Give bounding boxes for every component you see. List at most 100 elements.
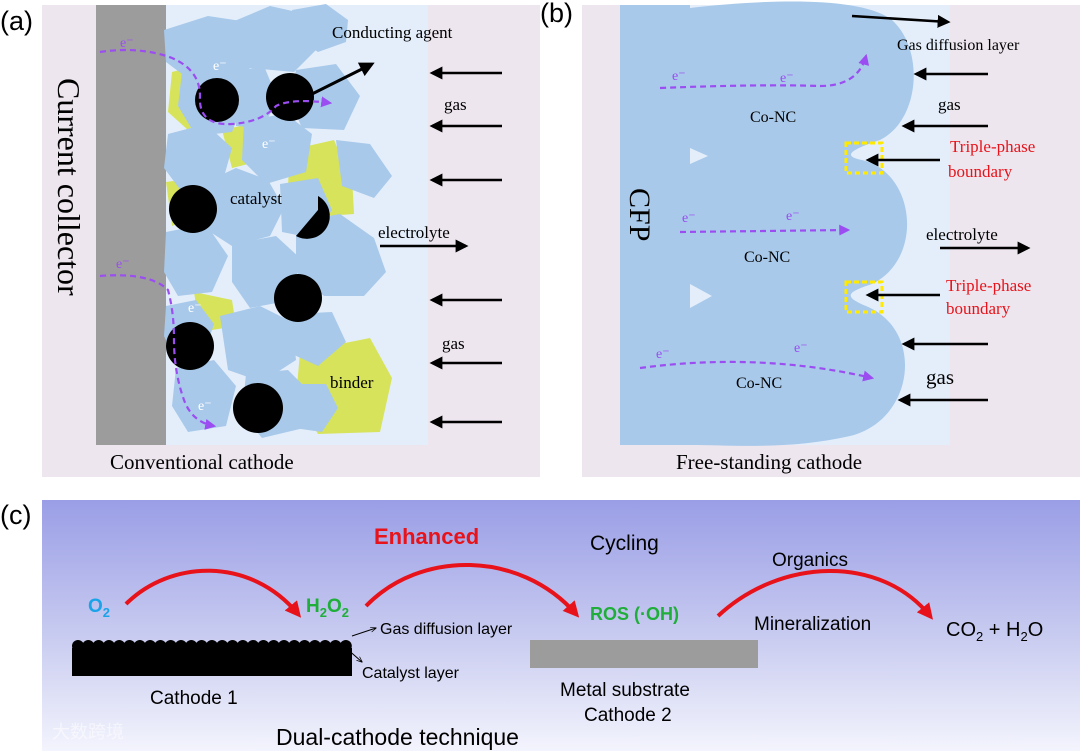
triple-phase-boundary-label: boundary <box>948 162 1013 181</box>
electron-label: e⁻ <box>794 341 808 356</box>
incoming-arrows <box>380 66 502 429</box>
catalyst-particles <box>164 4 392 438</box>
conducting-agent-arrow <box>309 62 375 97</box>
electron-label: e⁻ <box>198 399 212 414</box>
catalyst-bump <box>236 640 249 652</box>
watermark-text: 大数跨境 <box>52 722 124 742</box>
catalyst-bump <box>133 640 146 652</box>
catalyst-bump <box>339 640 352 652</box>
mineralization-label: Mineralization <box>754 614 871 635</box>
catalyst-bump <box>195 640 208 652</box>
h2o2-label: H2O2 <box>306 596 349 620</box>
catalyst-bump <box>267 640 280 652</box>
gas-diffusion-layer-label: Gas diffusion layer <box>380 621 513 638</box>
triple-phase-boundary-label: boundary <box>946 299 1011 318</box>
electrolyte-label: electrolyte <box>926 225 998 244</box>
panel-label: (a) <box>0 6 33 36</box>
metal-substrate-plate <box>530 640 758 668</box>
electron-paths <box>99 48 333 430</box>
catalyst-bump <box>102 640 115 652</box>
catalyst-bump <box>113 640 126 652</box>
ros-label: ROS (·OH) <box>590 604 679 624</box>
electron-label: e⁻ <box>780 71 794 86</box>
enhanced-label: Enhanced <box>374 524 479 549</box>
catalyst-layer-bumps <box>72 640 352 652</box>
gas-diffusion-pointer <box>351 628 376 637</box>
catalyst-bump <box>164 640 177 652</box>
panel-a: e⁻ e⁻ e⁻ e⁻ e⁻ e⁻ (a) Current collector … <box>0 4 540 477</box>
gas-label: gas <box>444 95 467 114</box>
catalyst-bump <box>92 640 105 652</box>
panel-b: e⁻ e⁻ e⁻ e⁻ e⁻ e⁻ (b) CFP Gas diffusion … <box>540 0 1080 477</box>
electron-label: e⁻ <box>188 301 202 316</box>
conducting-agent-label: Conducting agent <box>332 23 453 42</box>
panel-label: (c) <box>0 500 31 530</box>
panel-c-background <box>42 500 1080 751</box>
cathode-1-label: Cathode 1 <box>150 688 238 709</box>
o2-label: O2 <box>88 596 110 620</box>
cfp-co-nc-body <box>620 1 914 446</box>
catalyst-bump <box>247 640 260 652</box>
panel-label: (b) <box>540 0 573 28</box>
watermark-logo: 大数跨境 <box>10 722 124 742</box>
cfp-label: CFP <box>623 188 656 241</box>
triple-phase-boundary-label: Triple-phase <box>946 276 1031 295</box>
reaction-arrows <box>124 562 934 620</box>
binder-label: binder <box>330 373 374 392</box>
catalyst-label: catalyst <box>230 189 282 208</box>
gas-label: gas <box>442 334 465 353</box>
catalyst-bump <box>154 640 167 652</box>
panel-b-caption: Free-standing cathode <box>676 450 862 474</box>
incoming-arrows <box>851 14 1031 407</box>
gas-diffusion-layer-label: Gas diffusion layer <box>897 37 1020 54</box>
catalyst-bump <box>144 640 157 652</box>
interface-notch <box>690 148 708 164</box>
catalyst-layer-pointer <box>345 647 362 662</box>
co2-h2o-label: CO2 + H2O <box>946 619 1043 644</box>
panel-a-caption: Conventional cathode <box>110 450 294 474</box>
electron-paths <box>639 53 875 382</box>
catalyst-bump <box>278 640 290 652</box>
catalyst-bump <box>308 640 321 652</box>
catalyst-bump <box>185 640 198 652</box>
metal-substrate-label: Metal substrate <box>560 680 690 701</box>
panel-c: (c) O2 H2O2 Enhanced Cycling ROS (·OH) O… <box>0 500 1080 751</box>
co-nc-label: Co-NC <box>750 109 796 126</box>
gas-label: gas <box>926 365 954 389</box>
electron-label: e⁻ <box>213 59 227 74</box>
catalyst-bump <box>72 640 84 652</box>
triple-phase-boundary-marker <box>844 280 884 314</box>
electron-label: e⁻ <box>682 211 696 226</box>
catalyst-bump <box>288 640 301 652</box>
catalyst-bump <box>123 640 136 652</box>
electron-label: e⁻ <box>116 257 130 272</box>
organics-label: Organics <box>772 550 848 571</box>
current-collector-label: Current collector <box>51 78 87 296</box>
catalyst-bump <box>216 640 229 652</box>
catalyst-bump <box>82 640 95 652</box>
catalyst-bump <box>298 640 311 652</box>
conducting-agent-spheres <box>166 73 330 433</box>
cathode-2-label: Cathode 2 <box>584 705 672 726</box>
cycling-label: Cycling <box>590 532 659 555</box>
catalyst-bump <box>175 640 187 652</box>
cathode-1-plate <box>72 648 352 676</box>
current-collector-plate <box>96 5 166 445</box>
electron-label: e⁻ <box>656 347 670 362</box>
triple-phase-boundary-label: Triple-phase <box>950 137 1035 156</box>
co-nc-label: Co-NC <box>736 375 782 392</box>
electron-label: e⁻ <box>262 137 276 152</box>
catalyst-bump <box>257 640 270 652</box>
interface-notch <box>690 284 712 308</box>
electrolyte-label: electrolyte <box>378 223 450 242</box>
catalyst-layer-label: Catalyst layer <box>362 665 460 682</box>
triple-phase-boundary-marker <box>844 141 884 175</box>
electron-label: e⁻ <box>672 69 686 84</box>
electron-label: e⁻ <box>786 209 800 224</box>
catalyst-bump <box>226 640 239 652</box>
catalyst-bump <box>329 640 342 652</box>
catalyst-bump <box>319 640 332 652</box>
catalyst-bump <box>205 640 218 652</box>
gas-label: gas <box>938 95 961 114</box>
